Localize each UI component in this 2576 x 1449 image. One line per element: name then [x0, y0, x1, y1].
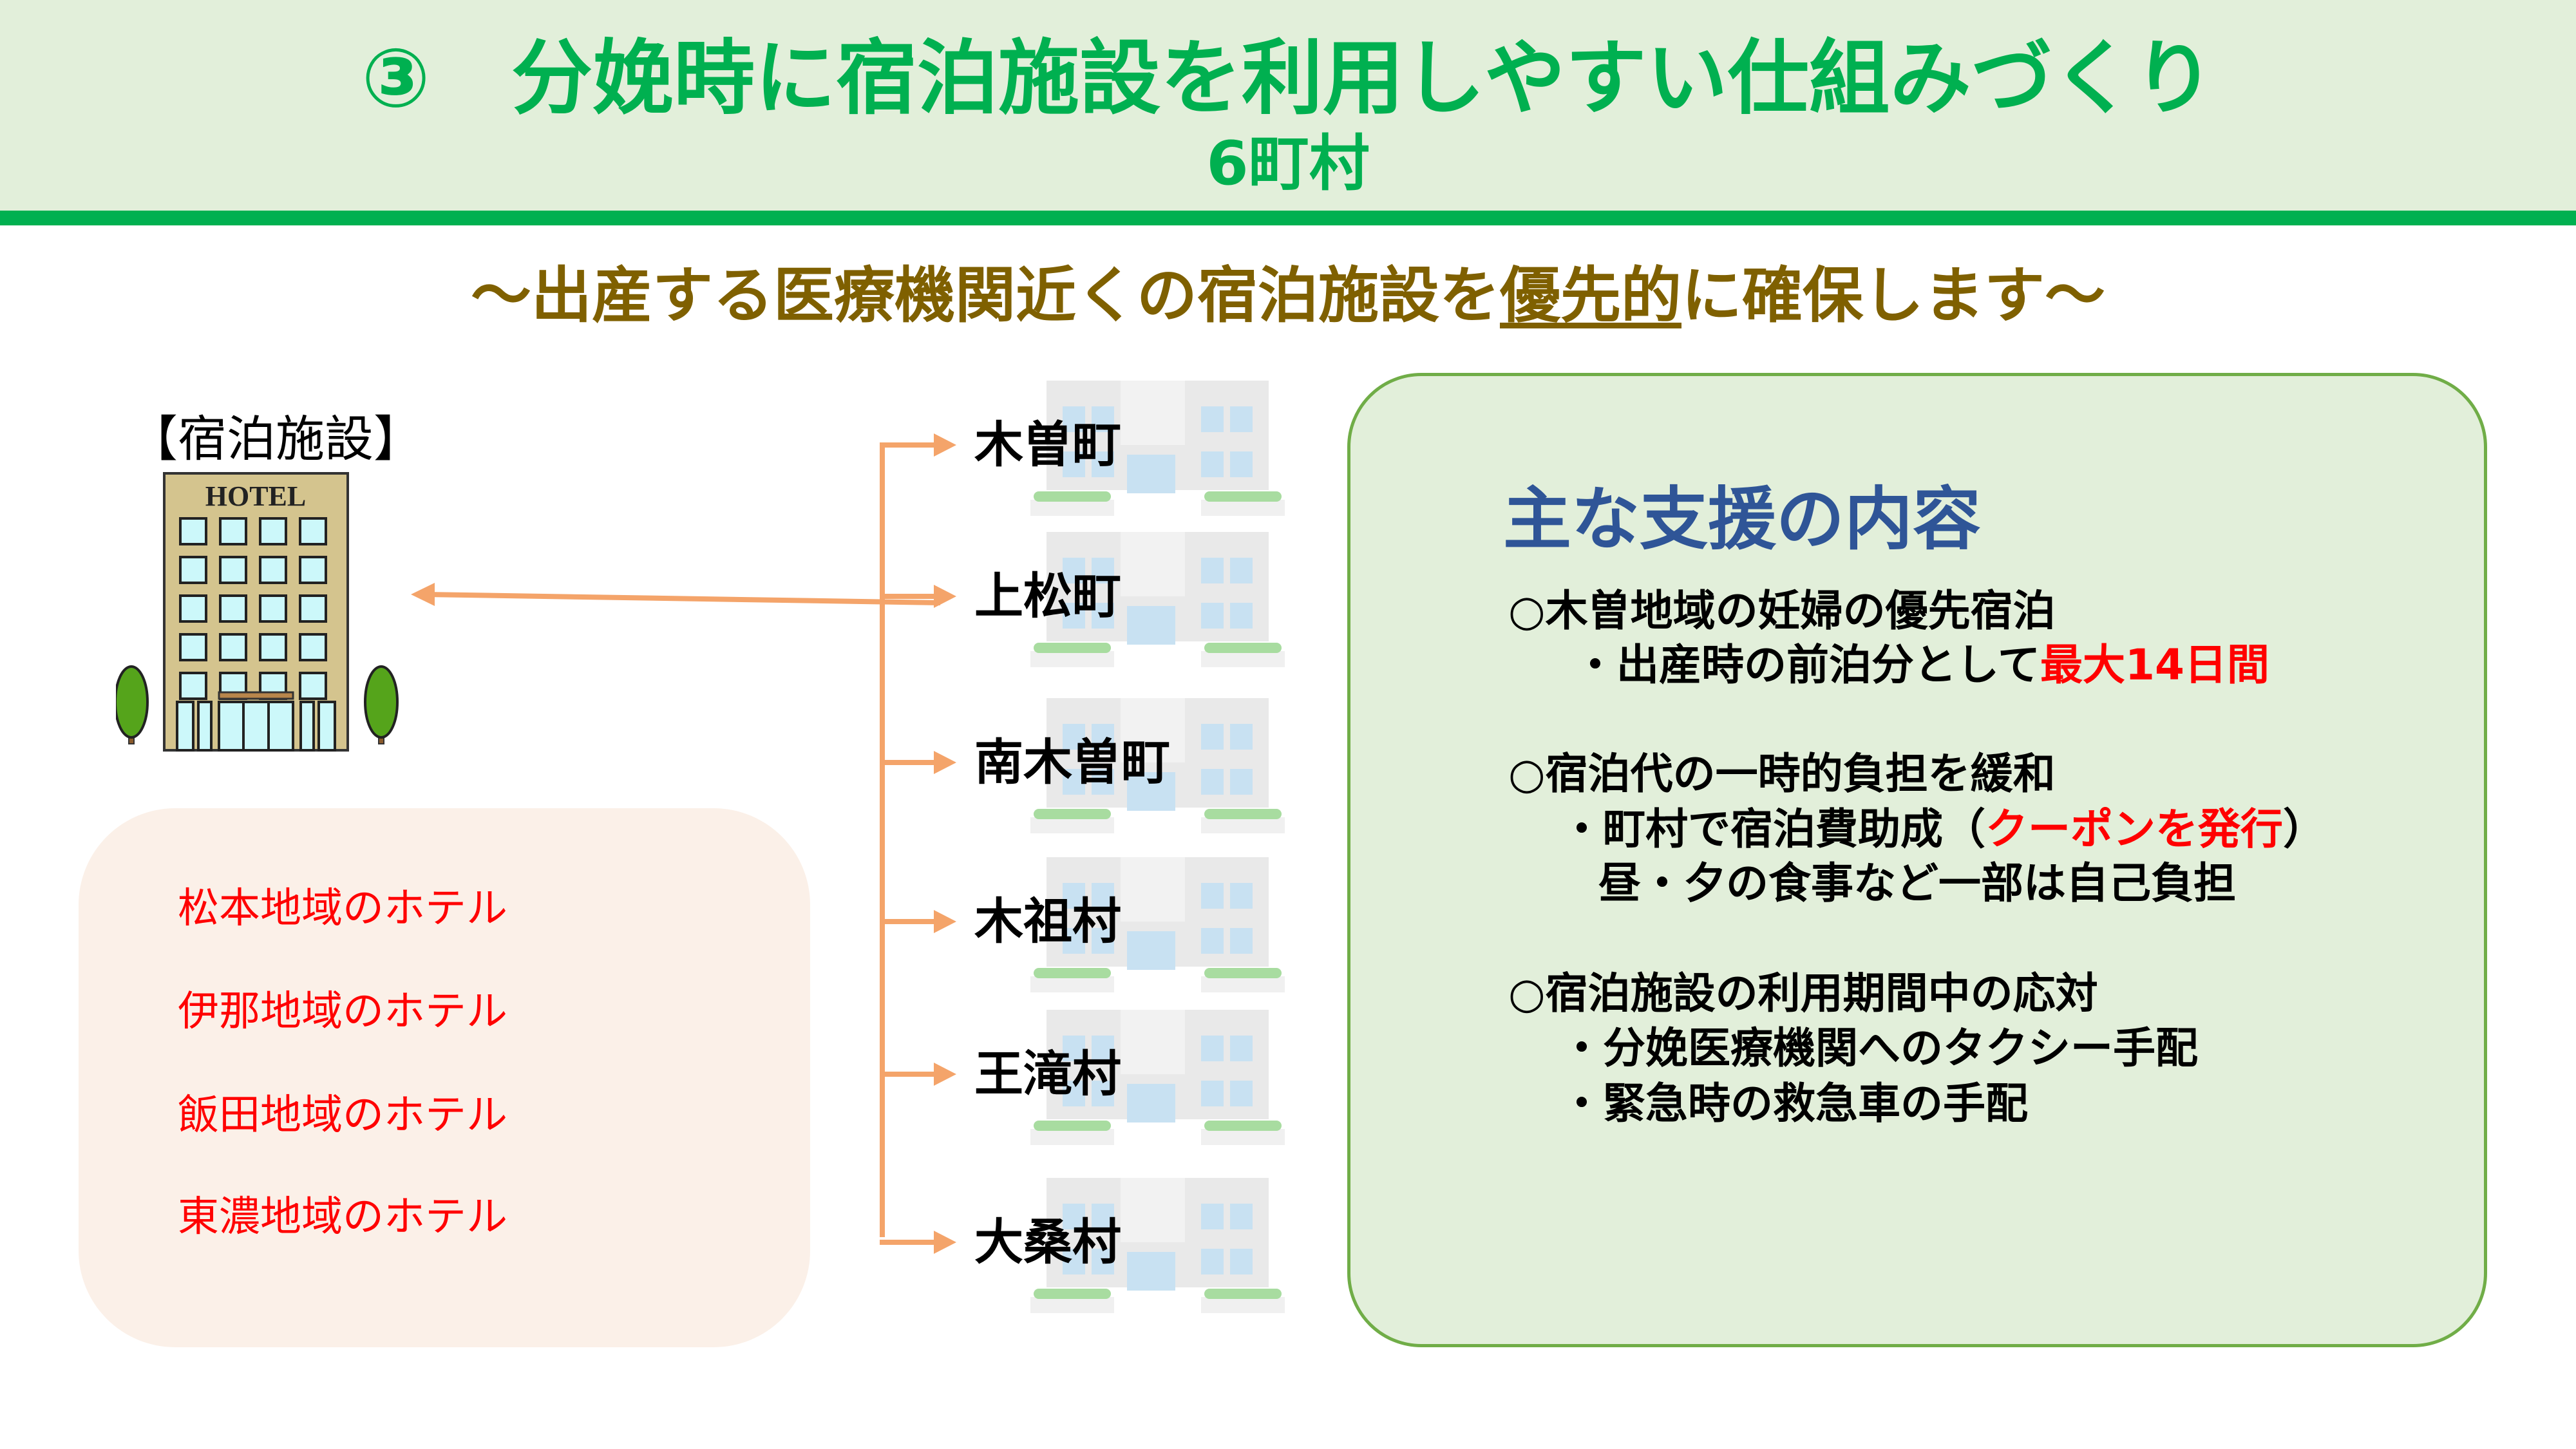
support-item-detail: ・出産時の前泊分として最大14日間	[1574, 639, 2269, 691]
town-building-icon	[1030, 1010, 1285, 1145]
arrow-head-icon	[934, 751, 956, 774]
town-building-icon	[1030, 532, 1285, 667]
support-title: 主な支援の内容	[1503, 480, 1981, 559]
support-item-detail: ・分娩医療機関へのタクシー手配	[1560, 1023, 2198, 1073]
hotel-sign: HOTEL	[205, 480, 307, 512]
town-label: 王滝村	[974, 1045, 1121, 1103]
hotel-list-item: 松本地域のホテル	[178, 885, 507, 933]
town-label: 南木曽町	[974, 734, 1170, 791]
support-item-note: 昼・夕の食事など一部は自己負担	[1598, 858, 2236, 908]
detail-text: ・町村で宿泊費助成（	[1560, 804, 1985, 854]
town-building-icon	[1030, 1178, 1285, 1313]
arrow-head-icon	[934, 1231, 956, 1254]
town-building-icon	[1030, 857, 1285, 992]
detail-text: ・出産時の前泊分として	[1574, 640, 2041, 690]
header-divider	[0, 211, 2576, 225]
tree-icon	[116, 665, 149, 744]
support-item-detail: ・緊急時の救急車の手配	[1560, 1079, 2028, 1128]
detail-text: ）	[2283, 804, 2325, 854]
arrow-head-icon	[934, 433, 956, 457]
facility-label: 【宿泊施設】	[129, 410, 422, 468]
support-item-detail: ・町村で宿泊費助成（クーポンを発行）	[1560, 804, 2325, 855]
municipality-count: 6町村	[1206, 129, 1370, 199]
subtitle: ～出産する医療機関近くの宿泊施設を優先的に確保します～	[0, 261, 2576, 332]
support-item-heading: ○宿泊施設の利用期間中の応対	[1508, 969, 2098, 1018]
subtitle-underlined: 優先的	[1499, 261, 1681, 331]
town-label: 木祖村	[974, 893, 1121, 950]
town-label: 大桑村	[974, 1213, 1121, 1271]
support-panel	[1347, 373, 2487, 1347]
tree-icon	[364, 665, 399, 744]
hotel-list-panel	[79, 808, 810, 1347]
subtitle-text-end: に確保します～	[1681, 261, 2106, 331]
hotel-list-item: 東濃地域のホテル	[178, 1193, 507, 1241]
header-band	[0, 0, 2576, 211]
support-item-heading: ○木曽地域の妊婦の優先宿泊	[1508, 586, 2056, 636]
hotel-list-item: 伊那地域のホテル	[178, 988, 507, 1036]
town-building-icon	[1030, 698, 1285, 833]
arrow-head-icon	[934, 910, 956, 933]
subtitle-text: ～出産する医療機関近くの宿泊施設を	[470, 261, 1500, 331]
detail-highlight: クーポンを発行	[1985, 804, 2283, 854]
town-building-icon	[1030, 381, 1285, 516]
town-label: 上松町	[974, 567, 1121, 625]
page-title: ③ 分娩時に宿泊施設を利用しやすい仕組みづくり	[361, 31, 2215, 126]
arrow-head-icon	[934, 1063, 956, 1086]
arrow-head-icon	[934, 585, 956, 608]
town-label: 木曽町	[974, 416, 1121, 473]
hotel-icon: HOTEL	[116, 472, 399, 752]
support-item-heading: ○宿泊代の一時的負担を緩和	[1508, 749, 2056, 799]
hotel-list-item: 飯田地域のホテル	[178, 1092, 507, 1139]
arrow-head-icon	[411, 583, 435, 606]
detail-highlight: 最大14日間	[2040, 640, 2269, 690]
